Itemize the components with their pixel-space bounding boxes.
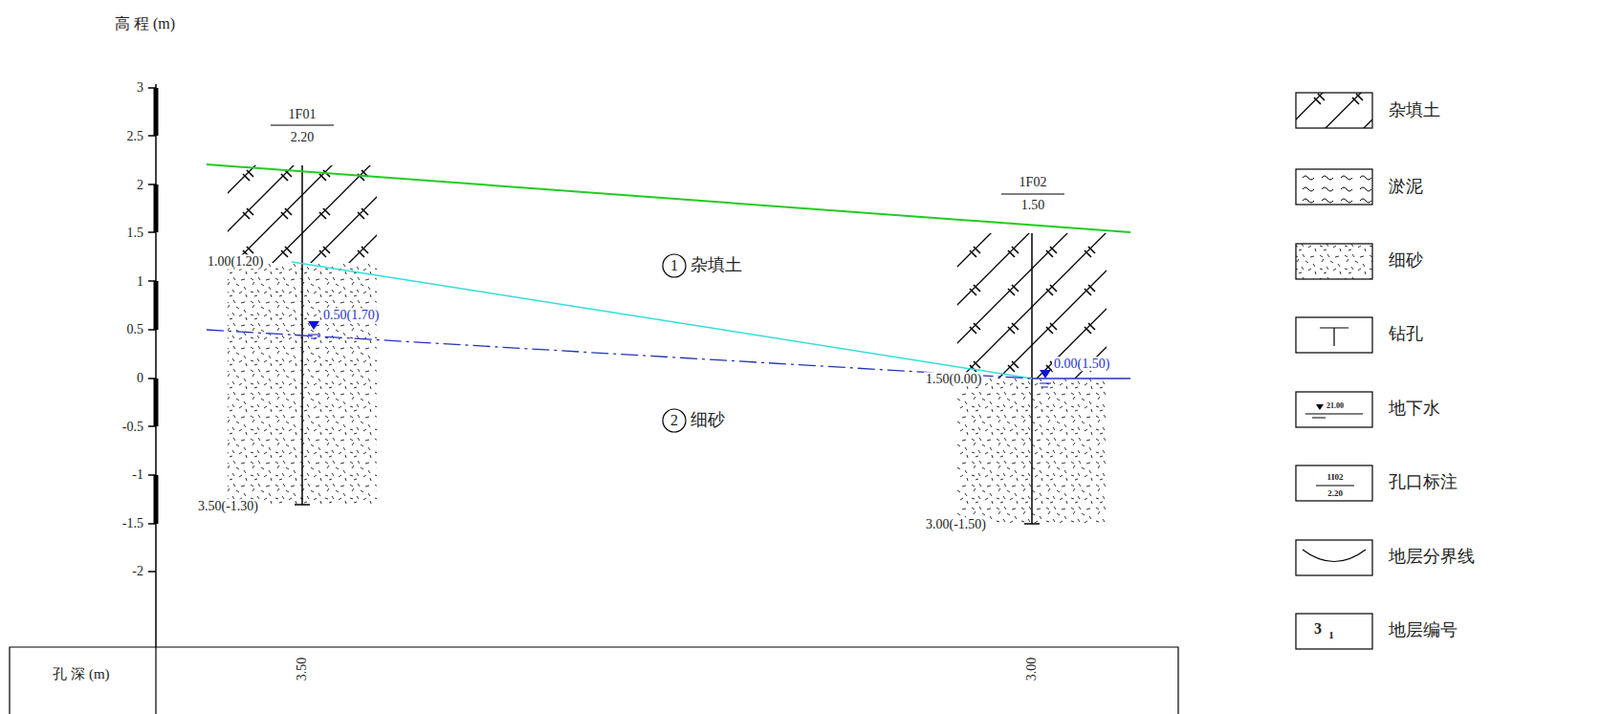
section-label: -1.5 [122,516,144,531]
section-label: -2 [131,565,144,580]
legend-text: 地层编号 [1388,621,1458,641]
legend-text: 孔口标注 [1388,473,1458,493]
section-label: -1 [131,467,144,483]
section-label: -0.5 [122,419,144,435]
section-label: 2.20 [290,130,315,145]
section-label: 1.5 [127,225,145,241]
legend-text: 钻孔 [1388,325,1424,345]
legend-text: 杂填土 [1388,101,1441,121]
section-label: 1F02 [1019,175,1048,190]
section-label: 0.5 [127,323,145,338]
section-label: 细砂 [690,411,725,431]
section-label: 0.00(1.50) [1052,356,1112,372]
legend-text: 地下水 [1388,399,1441,419]
section-label: 2.5 [127,129,145,144]
section-label: 1 [670,257,679,275]
section-label: 高 程 (m) [114,15,176,33]
section-label: 3.00(-1.50) [923,517,988,532]
section-label: 1 [1328,629,1335,641]
legend-text: 淤泥 [1388,177,1424,198]
section-label: 1 [136,274,144,289]
section-label: 杂填土 [690,256,743,276]
section-label: 2.20 [1327,489,1343,500]
section-label: 3 [1314,620,1322,638]
section-label: 2 [670,412,679,430]
section-label: 0 [136,371,144,386]
section-label: 0.50(1.70) [321,307,381,323]
section-label: 1I02 [1326,473,1343,483]
section-label: 孔 深 (m) [52,666,110,683]
section-label: 1F01 [288,107,317,122]
section-label: 21.00 [1326,402,1344,412]
section-label: 1.50 [1021,197,1046,213]
section-label: 3.00 [1024,657,1039,682]
section-label: 1.00(1.20) [205,254,265,269]
section-label: 3 [136,81,144,96]
legend-text: 细砂 [1388,251,1424,271]
section-label: 2 [136,177,144,193]
section-label: 3.50(-1.30) [196,499,261,514]
section-label: 1.50(0.00) [923,372,984,387]
legend-text: 地层分界线 [1388,547,1475,568]
section-label: 3.50 [294,657,309,682]
